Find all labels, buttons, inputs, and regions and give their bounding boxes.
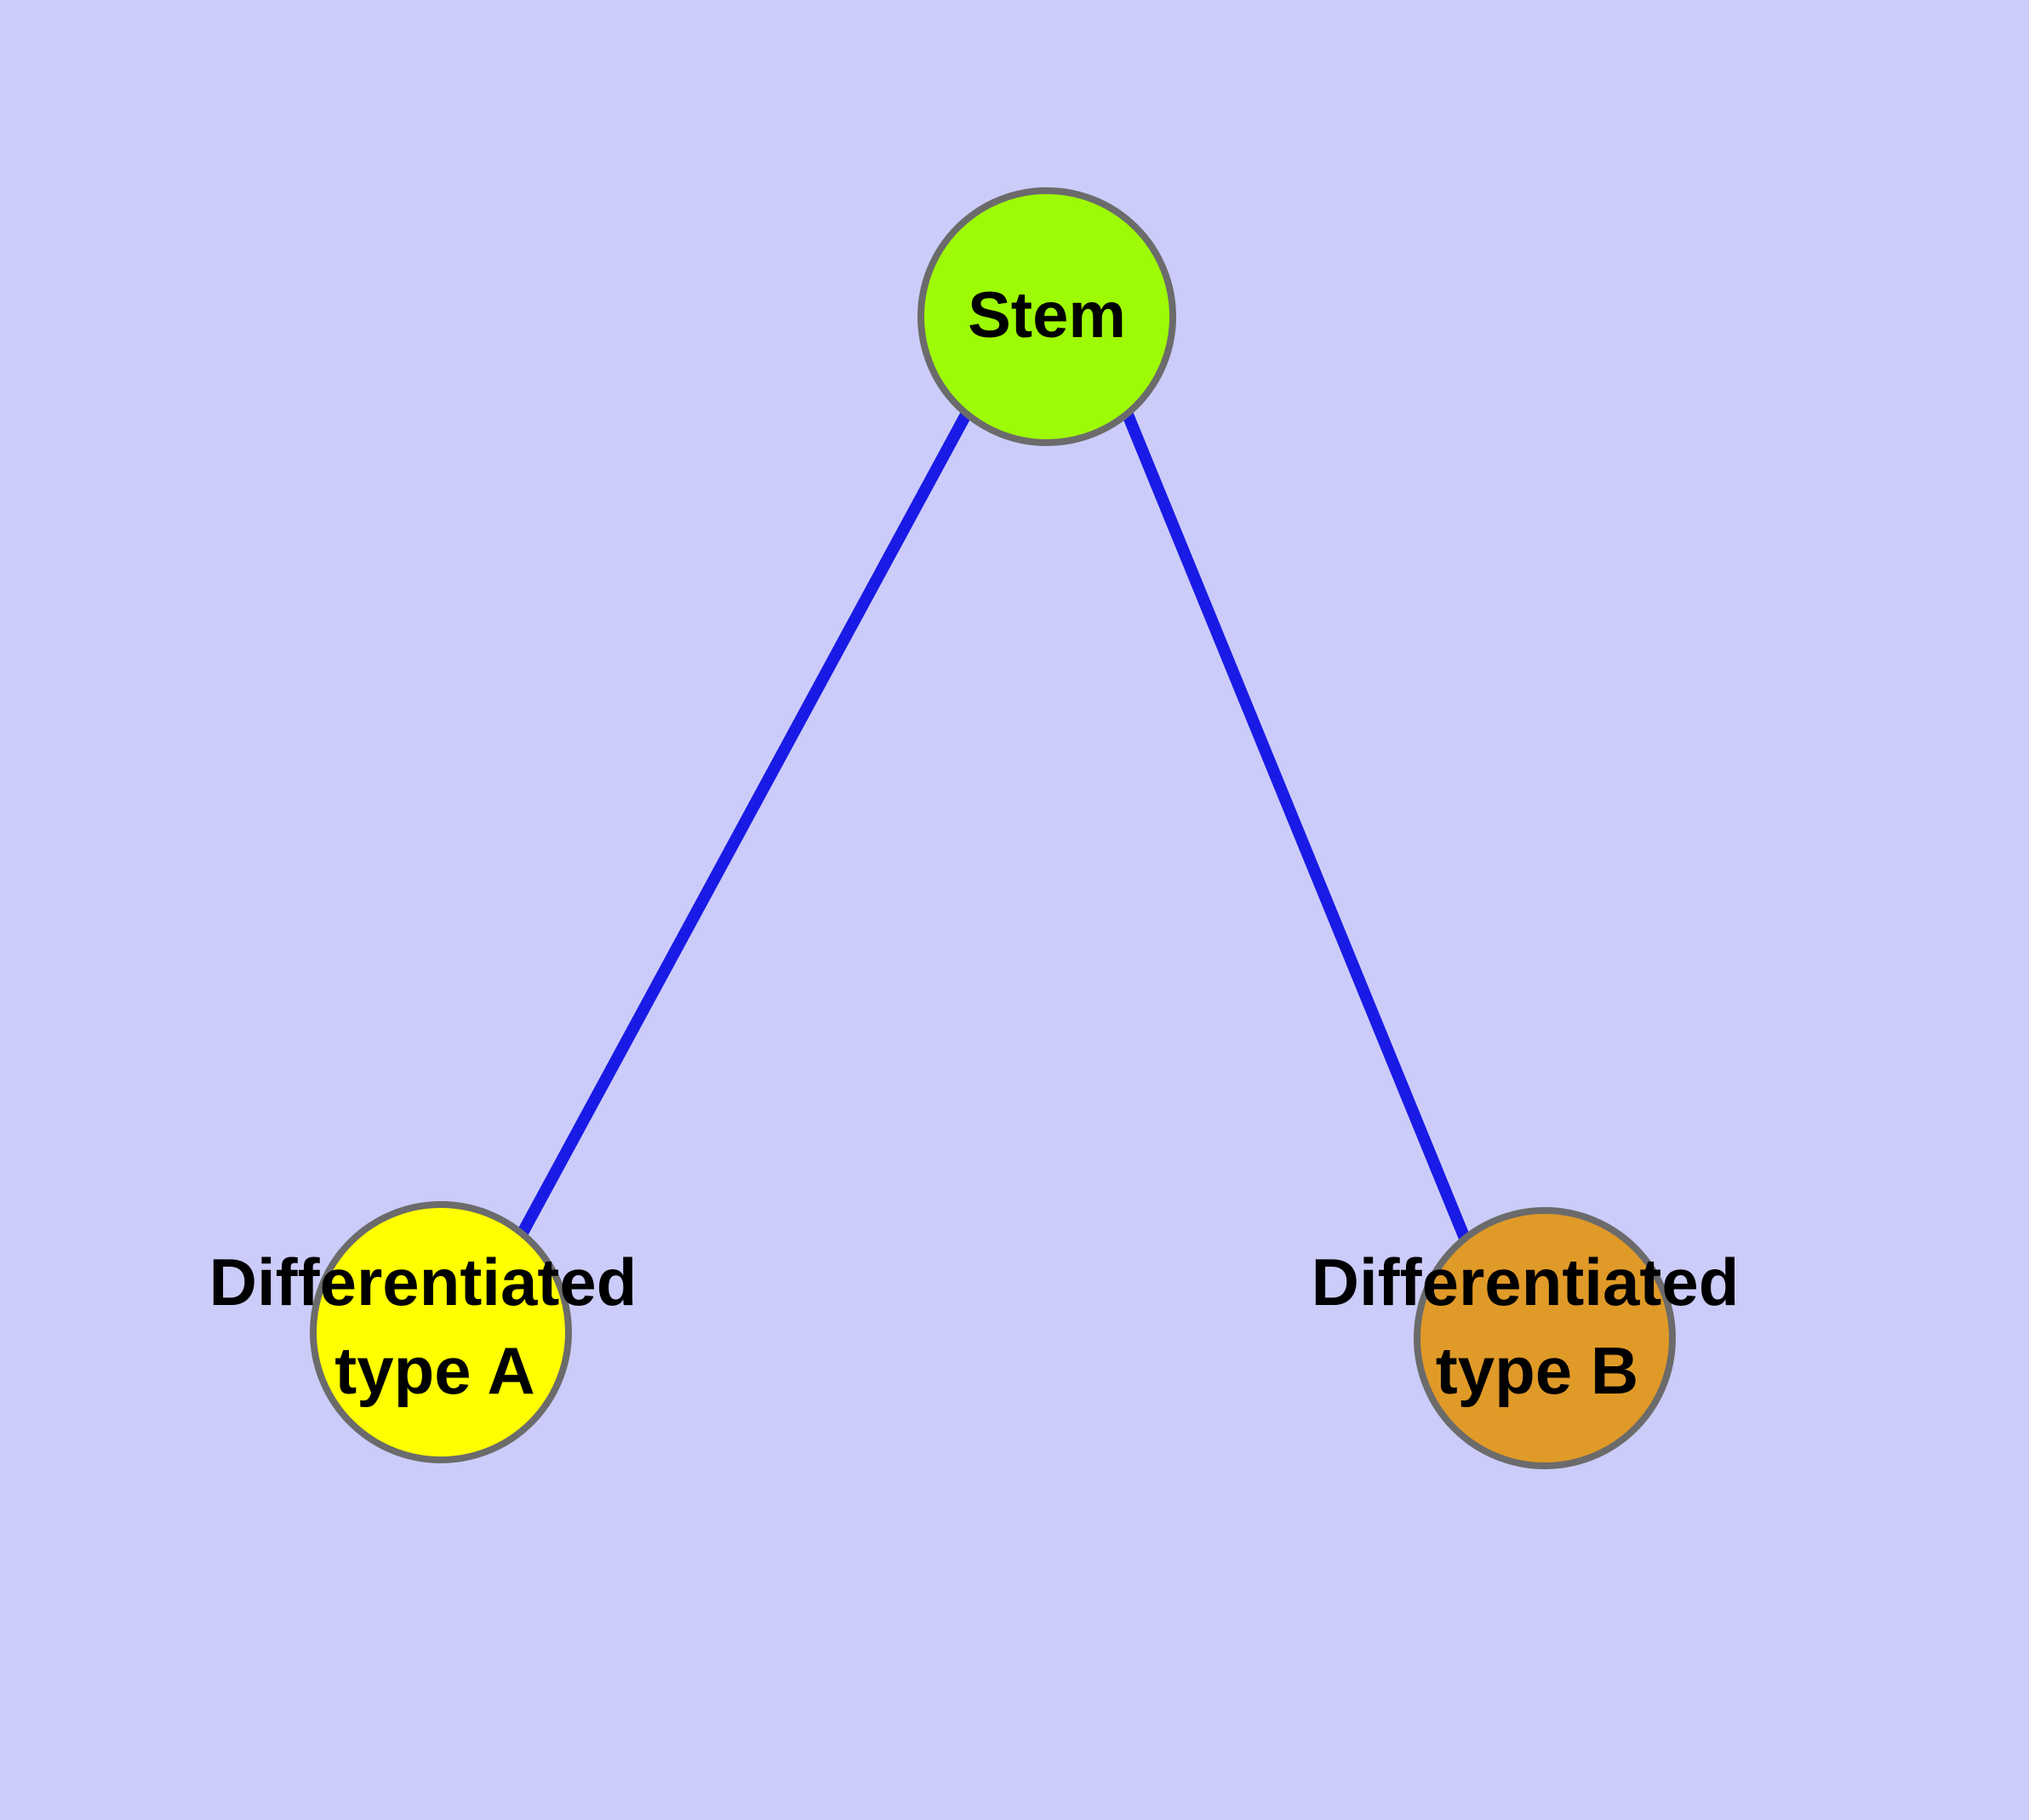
node-label-line: Differentiated [209,1245,637,1319]
node-label-line: type A [334,1333,535,1408]
graph-node-diff_b[interactable] [1414,1207,1676,1469]
graph-edge-stem-to-diff-b[interactable] [1122,412,1472,1243]
node-label-stem: Stem [968,279,1126,352]
node-label-line: Stem [968,279,1126,352]
edges-group [516,411,1472,1243]
graph-node-diff_a[interactable] [310,1201,572,1463]
node-label-line: Differentiated [1312,1245,1740,1319]
graph-edge-stem-to-diff-a[interactable] [516,411,972,1238]
nodes-group [310,187,1676,1469]
node-label-line: type B [1436,1333,1638,1408]
graph-node-stem[interactable] [917,187,1176,446]
node-label-diff_b: Differentiated type B [1312,1245,1740,1408]
node-label-diff_a: Differentiated type A [209,1245,637,1408]
